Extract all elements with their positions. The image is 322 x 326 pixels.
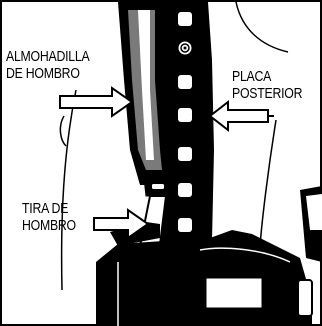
- label-shoulder-pad-line1: ALMOHADILLA: [6, 48, 90, 65]
- label-shoulder-strap-line1: TIRA DE: [22, 200, 69, 217]
- hollow-arrow-icon: [93, 208, 150, 240]
- buckle-slot: [152, 184, 164, 189]
- pack-outline-side: [259, 119, 277, 247]
- back-plate-slot: [178, 12, 192, 26]
- back-plate-slot: [178, 218, 192, 232]
- label-shoulder-pad: ALMOHADILLA DE HOMBRO: [6, 48, 108, 82]
- screw-icon: [177, 40, 193, 56]
- pack-outline-top: [235, 1, 289, 53]
- hip-pack-patch: [205, 277, 263, 309]
- label-shoulder-strap-line2: HOMBRO: [22, 217, 76, 234]
- shoulder-pad-highlight: [138, 10, 154, 160]
- hollow-arrow-icon: [208, 99, 274, 133]
- hip-pack-seam: [199, 247, 291, 263]
- label-back-plate: PLACA POSTERIOR: [232, 68, 318, 102]
- arm-outline: [59, 115, 67, 147]
- right-strap-inner: [306, 194, 322, 230]
- label-shoulder-pad-line2: DE HOMBRO: [6, 65, 80, 82]
- back-plate-slot: [178, 183, 192, 197]
- back-plate-slot: [178, 108, 192, 122]
- label-back-plate-line2: POSTERIOR: [232, 85, 303, 102]
- label-shoulder-strap: TIRA DE HOMBRO: [22, 200, 88, 234]
- label-back-plate-line1: PLACA: [232, 68, 272, 85]
- hip-buckle: [297, 279, 313, 317]
- back-plate-slot: [178, 75, 192, 89]
- hollow-arrow-icon: [59, 86, 134, 118]
- back-plate-slot: [178, 147, 192, 161]
